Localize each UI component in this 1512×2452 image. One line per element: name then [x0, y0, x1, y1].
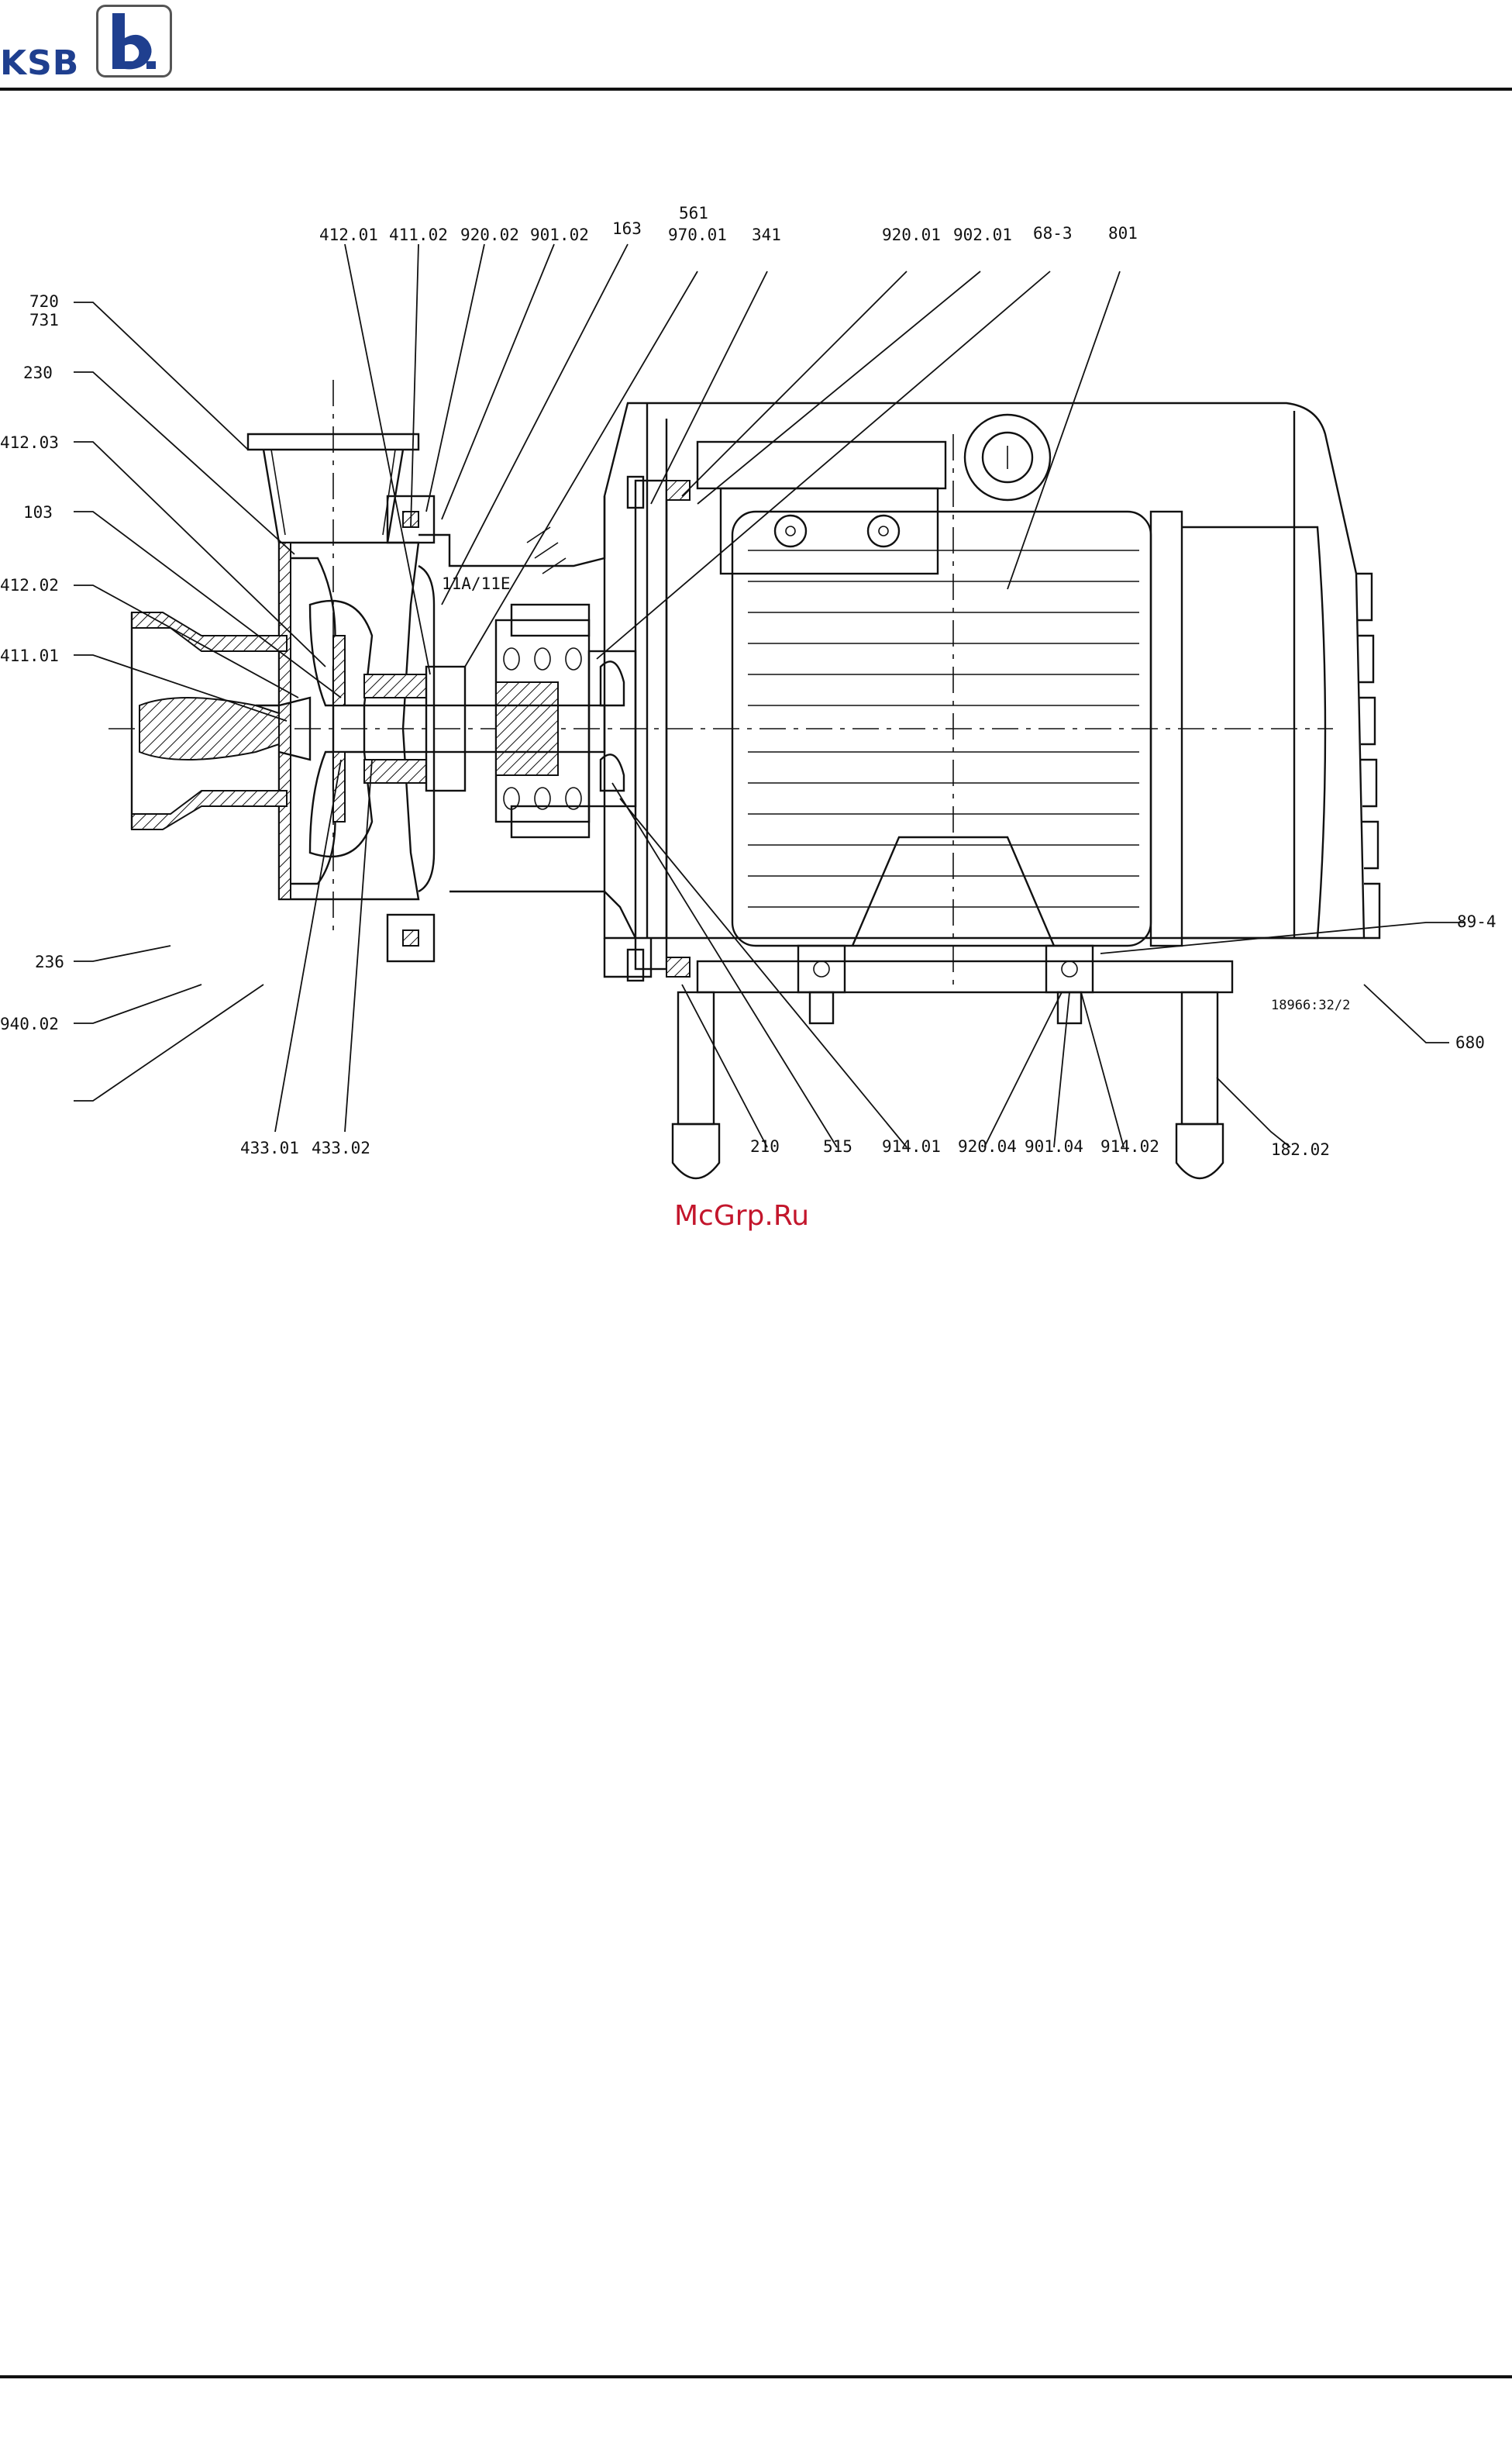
part-label: 731: [29, 311, 59, 329]
footer-rule: [0, 2375, 1512, 2378]
part-label: 236: [35, 953, 64, 971]
ksb-b-logo-icon: [96, 5, 172, 78]
part-label: 411.02: [389, 226, 448, 244]
watermark: McGrp.Ru: [674, 1200, 809, 1232]
drawing-number: 18966:32/2: [1271, 998, 1350, 1013]
part-label: 11A/11E: [442, 574, 511, 593]
part-label: 182.02: [1271, 1140, 1330, 1159]
part-label: 411.01: [0, 647, 59, 665]
part-label: 902.01: [953, 226, 1012, 244]
logo-text: KSB: [0, 43, 79, 83]
part-label: 801: [1108, 224, 1138, 243]
ksb-logo: KSB: [0, 0, 178, 84]
part-label: 230: [23, 364, 53, 382]
part-label: 914.02: [1100, 1137, 1159, 1156]
part-label: 920.01: [882, 226, 941, 244]
part-label: 341: [752, 226, 781, 244]
header-rule: [0, 88, 1512, 91]
part-label: 720: [29, 292, 59, 311]
part-label: 680: [1455, 1033, 1485, 1052]
part-label: 901.02: [530, 226, 589, 244]
part-label: 89-4: [1457, 912, 1497, 931]
part-label: 561: [679, 204, 708, 222]
part-label: 515: [823, 1137, 852, 1156]
part-label: 920.02: [460, 226, 519, 244]
part-labels: 412.01 411.02 920.02 901.02 163 561 970.…: [0, 204, 1497, 1159]
part-label: 433.01: [240, 1139, 299, 1157]
part-label: 68-3: [1033, 224, 1073, 243]
part-label: 163: [612, 219, 642, 238]
part-label: 412.01: [319, 226, 378, 244]
part-label: 920.04: [958, 1137, 1017, 1156]
part-label: 901.04: [1025, 1137, 1083, 1156]
part-label: 970.01: [668, 226, 727, 244]
part-label: 103: [23, 503, 53, 522]
part-label: 412.02: [0, 576, 59, 595]
part-label: 940.02: [0, 1015, 59, 1033]
part-label: 433.02: [312, 1139, 370, 1157]
part-label: 412.03: [0, 433, 59, 452]
coupling: [496, 605, 635, 837]
part-label: 210: [750, 1137, 780, 1156]
part-label: 914.01: [882, 1137, 941, 1156]
pump-sectional-drawing: 412.01 411.02 920.02 901.02 163 561 970.…: [0, 171, 1512, 1256]
